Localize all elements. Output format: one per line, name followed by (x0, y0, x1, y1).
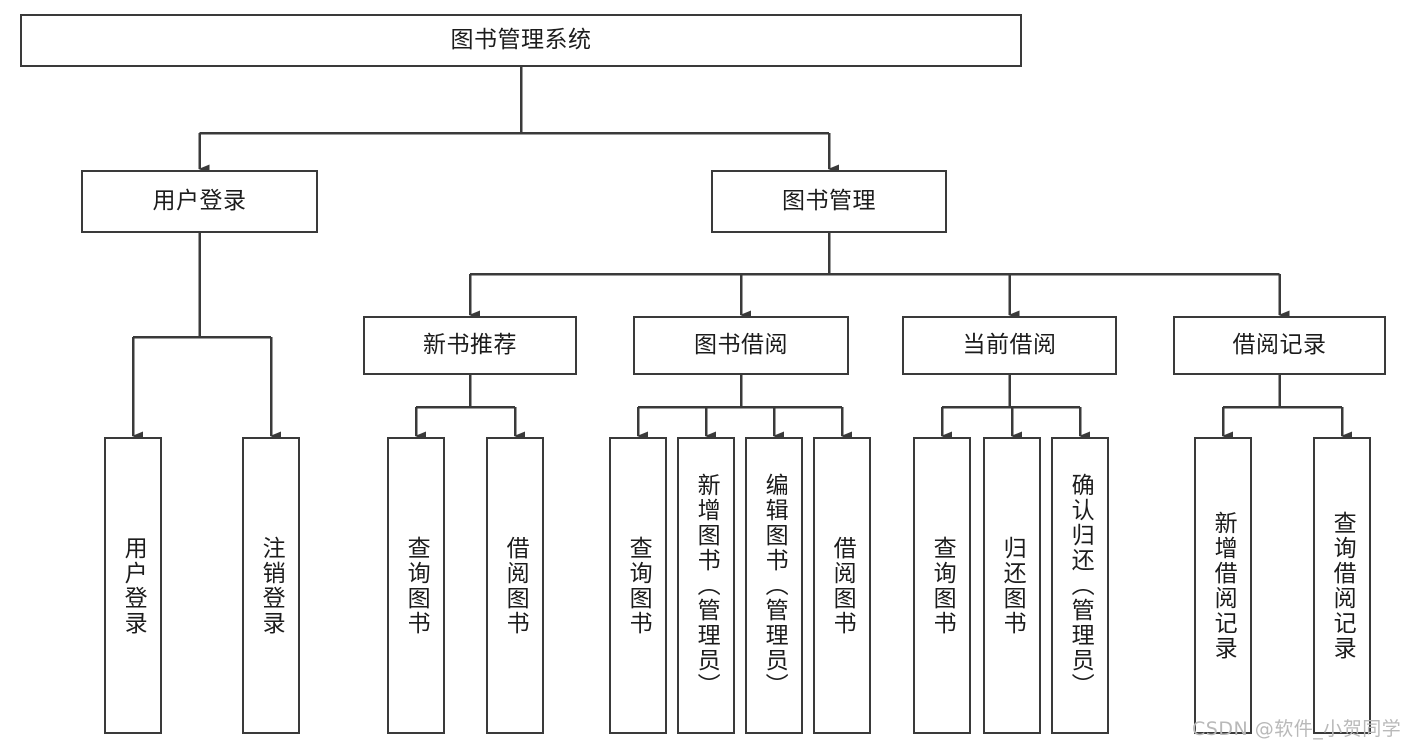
leaf-edit-book-admin[interactable]: 编辑图书（管理员） (745, 437, 803, 734)
leaf-query-book-recommend-label: 查询图书 (403, 535, 430, 636)
node-current-borrow-label: 当前借阅 (962, 331, 1057, 358)
node-book-management-label: 图书管理 (782, 187, 876, 214)
leaf-query-book-current[interactable]: 查询图书 (913, 437, 971, 734)
leaf-return-book[interactable]: 归还图书 (983, 437, 1041, 734)
leaf-add-borrow-record[interactable]: 新增借阅记录 (1194, 437, 1252, 734)
node-new-book-recommend[interactable]: 新书推荐 (363, 316, 577, 375)
leaf-query-book-current-label: 查询图书 (929, 535, 956, 636)
leaf-return-book-label: 归还图书 (999, 535, 1026, 636)
leaf-confirm-return-admin-label: 确认归还（管理员） (1067, 473, 1094, 698)
leaf-logout-label: 注销登录 (258, 535, 285, 636)
node-book-borrow-label: 图书借阅 (694, 331, 788, 358)
leaf-user-login-label: 用户登录 (120, 535, 147, 636)
node-user-login[interactable]: 用户登录 (81, 170, 318, 233)
leaf-borrow-book-recommend-label: 借阅图书 (502, 535, 529, 636)
node-book-management[interactable]: 图书管理 (711, 170, 947, 233)
leaf-add-borrow-record-label: 新增借阅记录 (1210, 510, 1237, 661)
node-root[interactable]: 图书管理系统 (20, 14, 1022, 67)
node-borrow-record-label: 借阅记录 (1232, 331, 1327, 358)
leaf-query-book-recommend[interactable]: 查询图书 (387, 437, 445, 734)
node-book-borrow[interactable]: 图书借阅 (633, 316, 849, 375)
leaf-query-book-label: 查询图书 (625, 535, 652, 636)
leaf-add-book-admin-label: 新增图书（管理员） (693, 473, 720, 698)
leaf-add-book-admin[interactable]: 新增图书（管理员） (677, 437, 735, 734)
node-borrow-record[interactable]: 借阅记录 (1173, 316, 1386, 375)
edge-layer (131, 67, 1352, 441)
node-user-login-label: 用户登录 (152, 187, 247, 214)
leaf-borrow-book-recommend[interactable]: 借阅图书 (486, 437, 544, 734)
leaf-borrow-book-label: 借阅图书 (829, 535, 856, 636)
leaf-edit-book-admin-label: 编辑图书（管理员） (761, 473, 788, 698)
leaf-query-book[interactable]: 查询图书 (609, 437, 667, 734)
leaf-user-login[interactable]: 用户登录 (104, 437, 162, 734)
node-current-borrow[interactable]: 当前借阅 (902, 316, 1117, 375)
leaf-query-borrow-record[interactable]: 查询借阅记录 (1313, 437, 1371, 734)
leaf-logout[interactable]: 注销登录 (242, 437, 300, 734)
leaf-confirm-return-admin[interactable]: 确认归还（管理员） (1051, 437, 1109, 734)
node-root-label: 图书管理系统 (450, 26, 592, 53)
node-new-book-recommend-label: 新书推荐 (423, 331, 517, 358)
leaf-query-borrow-record-label: 查询借阅记录 (1329, 510, 1356, 661)
leaf-borrow-book[interactable]: 借阅图书 (813, 437, 871, 734)
